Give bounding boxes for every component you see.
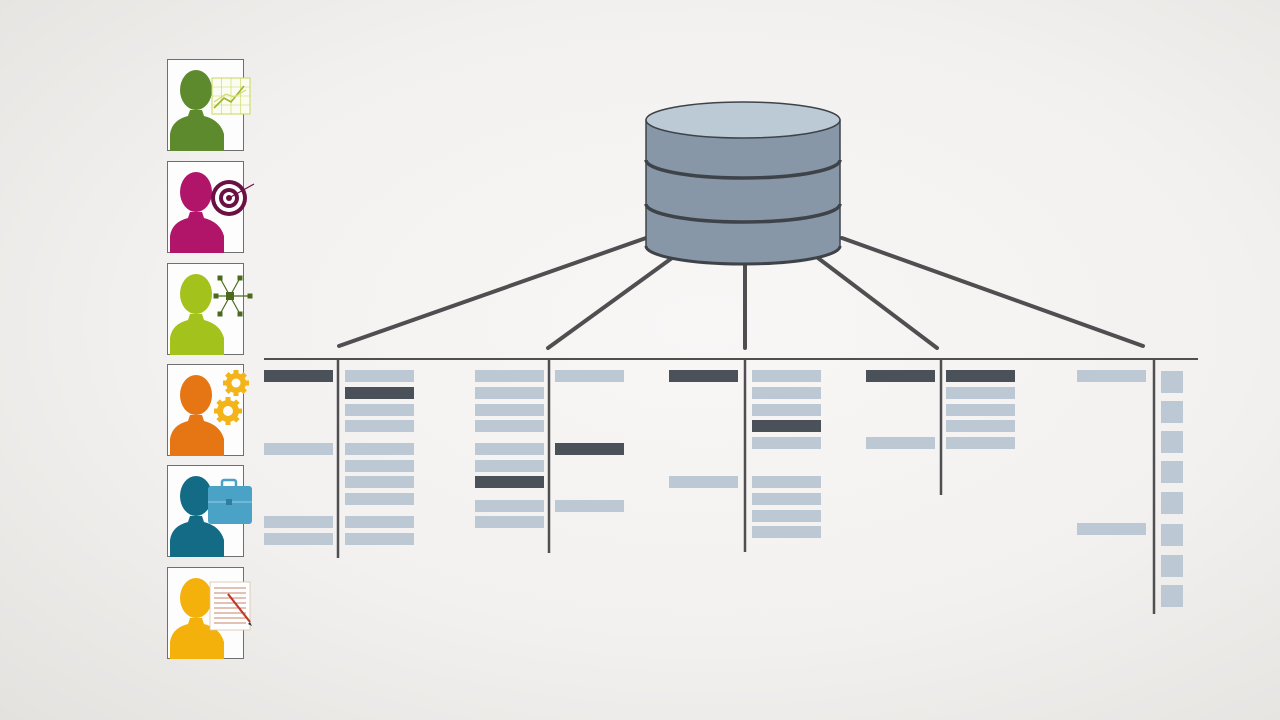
database-icon	[644, 101, 842, 266]
database-layer-divider	[644, 159, 842, 180]
table-cell	[475, 420, 544, 432]
table-area	[264, 358, 1198, 614]
database-top	[645, 101, 841, 139]
table-cell	[1161, 555, 1183, 577]
table-cell	[264, 443, 333, 455]
database-bottom	[644, 245, 842, 266]
table-column-2	[345, 370, 414, 545]
table-cell	[752, 404, 821, 416]
table-cell	[752, 510, 821, 522]
database-layer-divider	[644, 203, 842, 224]
table-cell	[475, 500, 544, 512]
table-cell	[345, 370, 414, 382]
table-cell	[946, 387, 1015, 399]
table-cell	[946, 437, 1015, 449]
table-cell	[866, 437, 935, 449]
table-cell	[345, 404, 414, 416]
table-column-8	[946, 370, 1015, 449]
table-cell	[1077, 370, 1146, 382]
table-cell	[264, 516, 333, 528]
table-cell	[752, 387, 821, 399]
gears-icon	[214, 370, 249, 425]
table-cell	[555, 500, 624, 512]
table-cell-highlighted	[752, 420, 821, 432]
person-silhouette-icon	[170, 370, 249, 456]
table-cell	[555, 370, 624, 382]
table-cell	[1161, 371, 1183, 393]
table-cell	[345, 420, 414, 432]
table-cell	[475, 370, 544, 382]
table-cell	[1161, 401, 1183, 423]
connector-line	[337, 236, 648, 348]
person-silhouette-icon	[170, 172, 255, 253]
table-cell	[1161, 492, 1183, 514]
table-cell-highlighted	[555, 443, 624, 455]
persona-card-business	[167, 465, 252, 557]
table-cell-highlighted	[866, 370, 935, 382]
persona-card-writer	[167, 567, 252, 659]
table-cell	[669, 476, 738, 488]
persona-card-analyst	[167, 59, 251, 151]
table-cell	[475, 404, 544, 416]
table-cell-highlighted	[669, 370, 738, 382]
table-cell	[1161, 461, 1183, 483]
person-silhouette-icon	[170, 476, 252, 557]
database-body	[645, 119, 841, 265]
target-icon	[211, 180, 255, 216]
briefcase-icon	[208, 478, 252, 524]
table-cell	[475, 460, 544, 472]
table-cell-highlighted	[264, 370, 333, 382]
table-cell	[752, 370, 821, 382]
table-column-4	[555, 370, 624, 512]
table-column-1	[264, 370, 333, 545]
table-column-5	[669, 370, 738, 488]
table-cell	[752, 476, 821, 488]
table-cell	[475, 516, 544, 528]
persona-column	[0, 0, 260, 720]
persona-card-engineer	[167, 364, 249, 456]
table-column-10	[1161, 371, 1183, 607]
connector-line	[840, 236, 1145, 348]
table-cell-highlighted	[345, 387, 414, 399]
table-cell	[752, 437, 821, 449]
table-cell	[345, 460, 414, 472]
table-cell-highlighted	[475, 476, 544, 488]
table-cell	[345, 516, 414, 528]
person-silhouette-icon	[170, 274, 253, 355]
table-cell	[345, 533, 414, 545]
table-cell	[752, 526, 821, 538]
table-cell	[264, 533, 333, 545]
connector-lines	[337, 236, 1145, 350]
table-column-6	[752, 370, 821, 538]
person-silhouette-icon	[170, 578, 252, 659]
table-cell	[1161, 585, 1183, 607]
table-cell	[475, 443, 544, 455]
table-column-3	[475, 370, 544, 528]
document-pen-icon	[209, 581, 252, 631]
person-silhouette-icon	[170, 70, 251, 151]
table-cell	[345, 443, 414, 455]
line-chart-icon	[211, 77, 251, 115]
table-column-7	[866, 370, 935, 449]
table-cell	[475, 387, 544, 399]
connector-line	[546, 256, 674, 350]
persona-card-marketer	[167, 161, 255, 253]
table-column-9	[1077, 370, 1146, 535]
table-cell	[946, 404, 1015, 416]
table-cell	[946, 420, 1015, 432]
table-cell	[1161, 431, 1183, 453]
persona-card-network-admin	[167, 263, 253, 355]
table-cell	[345, 493, 414, 505]
table-cell	[345, 476, 414, 488]
network-nodes-icon	[213, 275, 253, 317]
table-cell-highlighted	[946, 370, 1015, 382]
table-cell	[752, 493, 821, 505]
table-cell	[1161, 524, 1183, 546]
table-cell	[1077, 523, 1146, 535]
connector-line	[816, 256, 939, 350]
